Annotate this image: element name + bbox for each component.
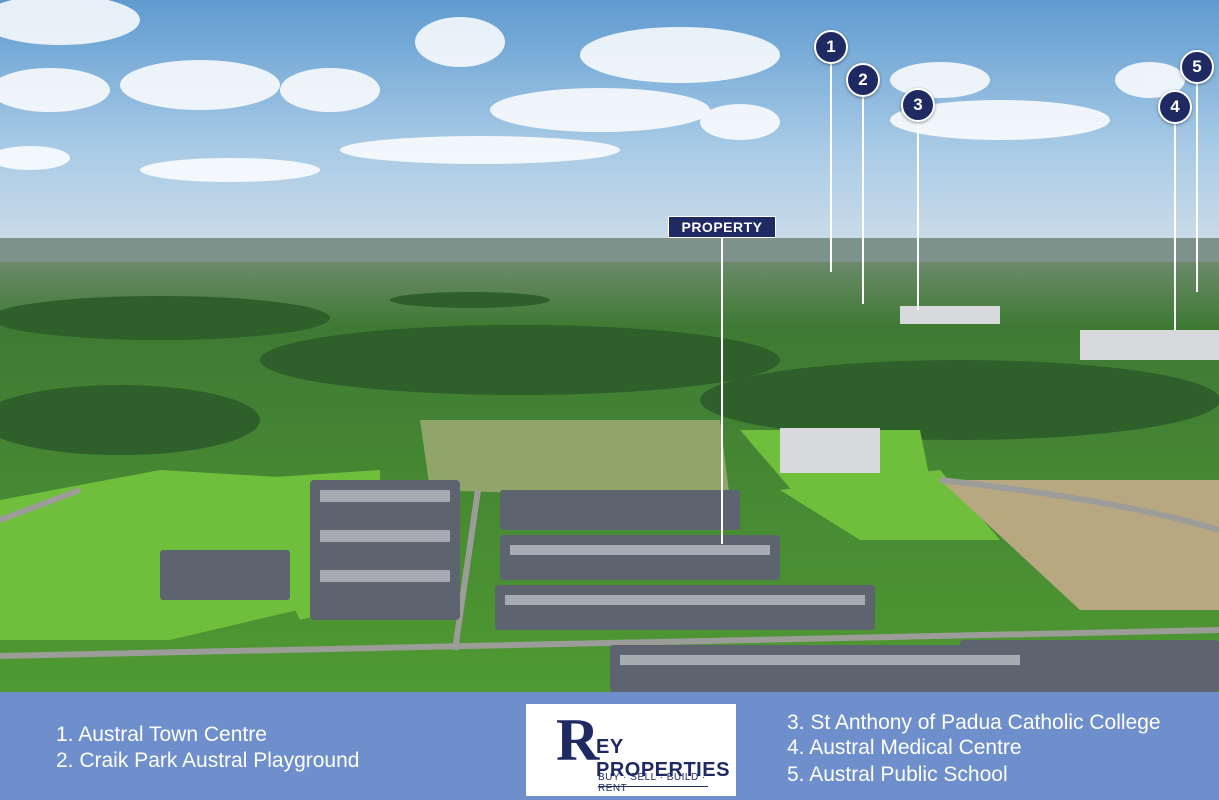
marker-5-leader xyxy=(1196,82,1198,292)
tree-lines xyxy=(0,292,1219,455)
legend-item-1: 1. Austral Town Centre xyxy=(56,723,267,746)
marker-1-leader xyxy=(830,62,832,272)
roof-highlights xyxy=(320,490,1020,665)
agency-logo: R EY PROPERTIES BUY · SELL · BUILD · REN… xyxy=(526,704,736,796)
marker-2-leader xyxy=(862,96,864,304)
logo-tagline: BUY · SELL · BUILD · RENT xyxy=(598,772,706,794)
property-leader xyxy=(721,238,723,544)
aerial-photo xyxy=(0,0,1219,692)
logo-name: EY PROPERTIES xyxy=(596,736,730,781)
legend-item-2: 2. Craik Park Austral Playground xyxy=(56,749,360,772)
marker-1: 1 xyxy=(814,30,848,64)
legend-item-4: 4. Austral Medical Centre xyxy=(787,736,1022,759)
logo-letter: R xyxy=(556,707,600,773)
marker-2: 2 xyxy=(846,63,880,97)
marker-3: 3 xyxy=(901,88,935,122)
clouds xyxy=(0,0,1185,182)
marker-5: 5 xyxy=(1180,50,1214,84)
logo-underline xyxy=(598,786,708,787)
legend-item-3: 3. St Anthony of Padua Catholic College xyxy=(787,711,1161,734)
marker-4-leader xyxy=(1174,122,1176,330)
property-label: PROPERTY xyxy=(668,216,776,238)
marker-3-leader xyxy=(917,120,919,310)
roads xyxy=(0,477,1219,659)
distant-buildings xyxy=(780,306,1219,473)
dirt-field xyxy=(420,420,730,500)
legend-item-5: 5. Austral Public School xyxy=(787,763,1008,786)
marker-4: 4 xyxy=(1158,90,1192,124)
